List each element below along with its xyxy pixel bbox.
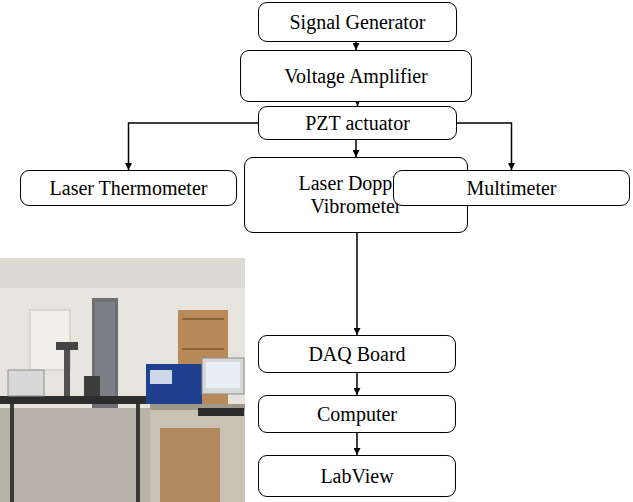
arrow-connector bbox=[356, 233, 358, 335]
arrow-connector bbox=[355, 140, 357, 157]
process-box: Computer bbox=[258, 395, 456, 433]
box-label: Voltage Amplifier bbox=[284, 65, 428, 88]
arrow-connector bbox=[129, 123, 259, 170]
process-box: Multimeter bbox=[393, 170, 630, 206]
process-box: LabView bbox=[258, 455, 456, 497]
arrow-connector bbox=[356, 373, 358, 395]
process-box: Voltage Amplifier bbox=[240, 50, 472, 102]
box-label: LabView bbox=[320, 465, 393, 488]
process-box: Laser Thermometer bbox=[20, 170, 237, 206]
arrow-connector bbox=[356, 433, 358, 455]
process-box: PZT actuator bbox=[258, 106, 457, 140]
box-label: Laser Thermometer bbox=[50, 177, 208, 200]
box-label: Multimeter bbox=[467, 177, 557, 200]
box-label: Signal Generator bbox=[289, 11, 425, 34]
arrow-connector bbox=[355, 42, 357, 50]
process-box: Signal Generator bbox=[258, 2, 457, 42]
box-label: Computer bbox=[317, 403, 397, 426]
process-box: DAQ Board bbox=[258, 335, 456, 373]
box-label: PZT actuator bbox=[305, 112, 410, 135]
box-label: DAQ Board bbox=[308, 343, 405, 366]
lab-photo bbox=[0, 258, 245, 502]
